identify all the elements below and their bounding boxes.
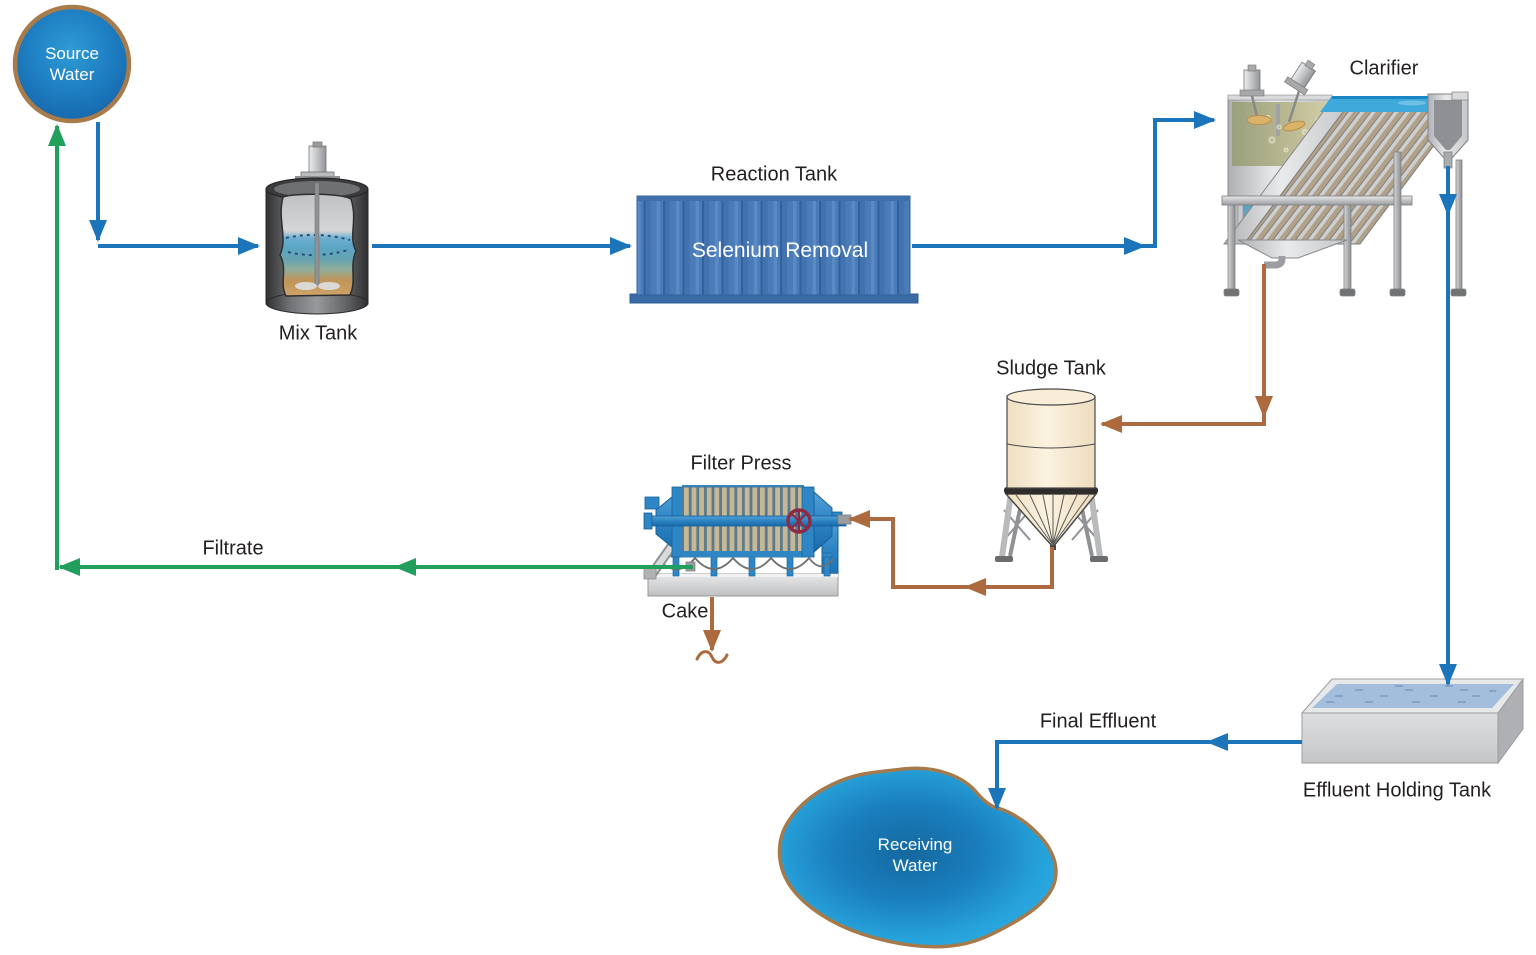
impeller-blade — [1282, 120, 1306, 132]
sludge-flow-segment — [964, 547, 1054, 596]
press-base — [647, 573, 839, 597]
mixer-shaft — [314, 182, 320, 286]
clarifier-label: Clarifier — [1349, 57, 1419, 80]
bar-end-cap — [643, 512, 653, 530]
water-ripples — [1326, 685, 1496, 703]
mixer-motor-cap — [312, 141, 323, 148]
filtrate-label: Filtrate — [202, 537, 264, 560]
outlet-pipe — [1443, 151, 1453, 169]
mix-tank-label: Mix Tank — [278, 322, 358, 345]
impeller-blade — [318, 282, 340, 290]
mixer-motor — [1243, 69, 1261, 93]
sludge-flow-segment — [848, 510, 970, 589]
baffle — [1276, 104, 1280, 136]
clarified-water-surface — [1320, 96, 1455, 112]
impeller-blade — [1246, 115, 1272, 125]
water-flow-segment — [988, 740, 1212, 810]
tank-ring — [1004, 487, 1098, 494]
sludge-flow-lines — [695, 264, 1273, 664]
tilted-mixer — [1284, 59, 1316, 96]
mixer-motor — [308, 145, 327, 174]
bottom-rail — [682, 551, 804, 557]
frame-rail — [1221, 195, 1413, 206]
water-flow-segment — [1138, 111, 1216, 248]
clarifier-illustration — [1221, 59, 1469, 297]
filter-press-label: Filter Press — [690, 452, 792, 475]
tank-body — [636, 195, 911, 296]
feed-stub — [837, 514, 852, 525]
tank-front — [1301, 712, 1499, 764]
mixer-motor-cap — [1247, 64, 1257, 72]
sludge-tank-illustration — [995, 388, 1108, 562]
source-water-illustration — [12, 4, 132, 124]
side-box — [644, 496, 660, 510]
tank-seam — [1006, 443, 1096, 449]
cone-ribs — [1015, 494, 1090, 546]
tank-top-edge — [637, 196, 910, 201]
water-edge — [1332, 96, 1455, 99]
launder-trough — [1434, 100, 1462, 150]
sludge-tank-label: Sludge Tank — [996, 357, 1106, 380]
base-edge — [648, 574, 838, 577]
water-surface-line — [285, 233, 351, 241]
cake-break-squiggle — [695, 650, 729, 664]
hopper-cone — [1237, 239, 1348, 259]
pipe-elbow — [643, 567, 657, 580]
filter-press-illustration — [643, 485, 852, 597]
reaction-tank-illustration — [629, 195, 919, 304]
tank-side — [1497, 677, 1524, 765]
filtrate-flow-lines — [48, 124, 693, 576]
receiving-water-label: Receiving Water — [877, 834, 953, 875]
final-effluent-label: Final Effluent — [1039, 710, 1157, 733]
effluent-holding-tank-label: Effluent Holding Tank — [1302, 779, 1492, 802]
mixer-shaft — [1250, 95, 1259, 117]
sludge-flow-segment — [1100, 412, 1266, 433]
tank-top — [1006, 388, 1096, 406]
valve-wheel-icon — [786, 508, 812, 534]
sludge-elbow-pipe — [1264, 256, 1286, 269]
tank-body — [1006, 395, 1096, 489]
mixer-flange — [1239, 89, 1265, 97]
effluent-holding-tank-illustration — [1300, 677, 1524, 765]
reaction-tank-body-text: Selenium Removal — [691, 238, 869, 262]
water-highlight — [1398, 100, 1426, 106]
source-water-circle — [12, 4, 132, 124]
reaction-tank-label: Reaction Tank — [710, 163, 838, 186]
center-bar — [647, 515, 847, 527]
water-flow-lines — [89, 111, 1457, 810]
drip-cable — [657, 556, 834, 571]
mixer-shaft — [1287, 87, 1302, 123]
cake-label: Cake — [661, 600, 709, 623]
frame-legs — [1223, 151, 1467, 297]
impeller-blade — [295, 282, 317, 290]
mix-tank-illustration — [265, 141, 369, 315]
launder-rim — [1451, 91, 1469, 101]
source-water-label: Source Water — [45, 43, 99, 84]
